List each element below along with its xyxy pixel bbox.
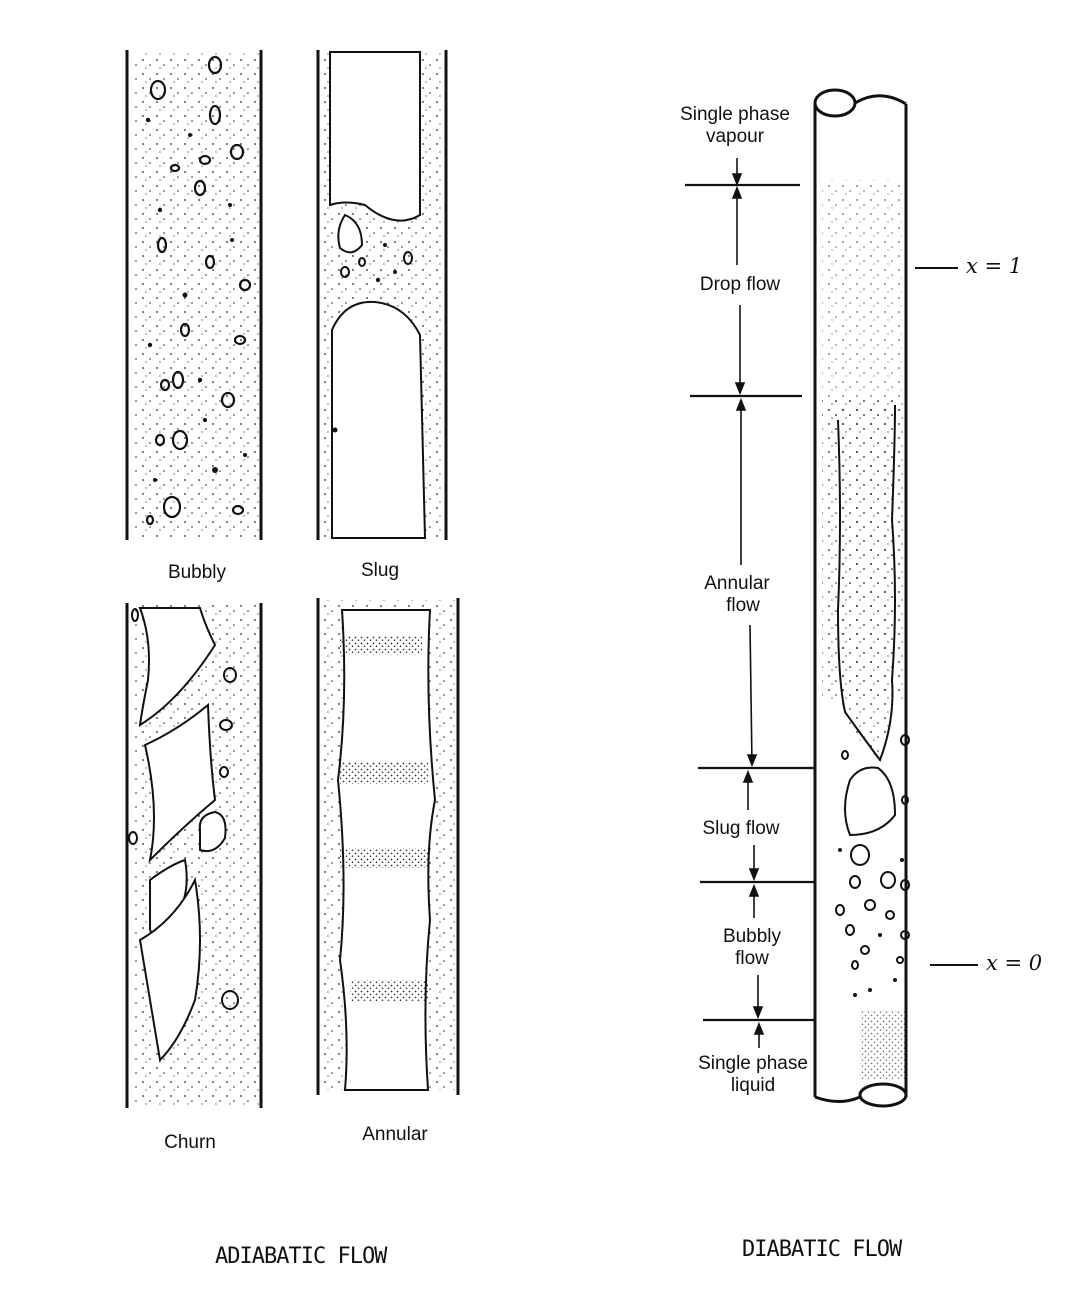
zone-label-drop: Drop flow <box>655 274 825 296</box>
annular-tube <box>318 598 458 1095</box>
zone-label-liquid-2: liquid <box>668 1075 838 1097</box>
regime-label-annular: Annular <box>345 1124 445 1146</box>
zone-label-vapour-2: vapour <box>650 126 820 148</box>
bubbly-tube <box>127 50 261 540</box>
regime-label-churn: Churn <box>145 1132 235 1154</box>
zone-label-annular-1: Annular <box>652 573 822 595</box>
zone-label-slug: Slug flow <box>656 818 826 840</box>
caption-diabatic: DIABATIC FLOW <box>742 1237 901 1262</box>
slug-tube <box>318 50 446 540</box>
churn-tube <box>127 603 261 1108</box>
quality-marker-x1: x = 1 <box>966 254 1022 278</box>
regime-label-bubbly: Bubbly <box>152 562 242 584</box>
zone-label-annular-2: flow <box>658 595 828 617</box>
caption-adiabatic: ADIABATIC FLOW <box>215 1244 386 1269</box>
zone-label-bubbly-1: Bubbly <box>667 926 837 948</box>
zone-label-vapour-1: Single phase <box>650 104 820 126</box>
zone-label-liquid-1: Single phase <box>668 1053 838 1075</box>
quality-leaders <box>915 268 978 965</box>
regime-label-slug: Slug <box>340 560 420 582</box>
zone-label-bubbly-2: flow <box>667 948 837 970</box>
quality-marker-x0: x = 0 <box>986 951 1042 975</box>
